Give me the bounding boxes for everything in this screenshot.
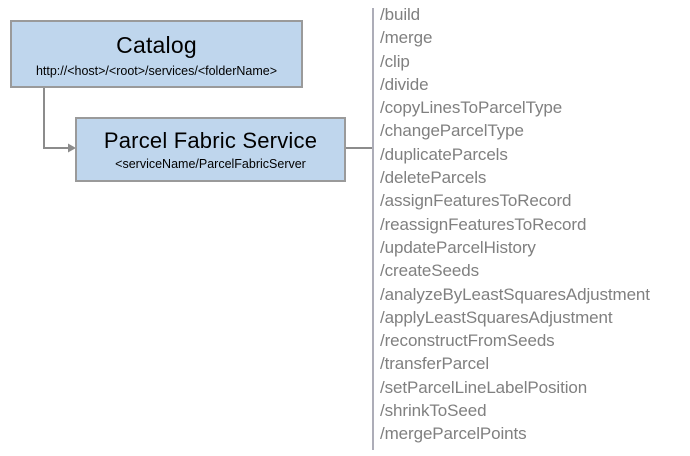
operation-item[interactable]: /merge <box>380 28 433 48</box>
operation-item[interactable]: /createSeeds <box>380 261 479 281</box>
operation-item[interactable]: /copyLinesToParcelType <box>380 98 563 118</box>
operation-item[interactable]: /shrinkToSeed <box>380 401 487 421</box>
operation-item[interactable]: /clip <box>380 51 410 71</box>
operation-item[interactable]: /transferParcel <box>380 354 490 374</box>
operation-item[interactable]: /mergeParcelPoints <box>380 424 527 444</box>
operation-item[interactable]: /divide <box>380 74 429 94</box>
operation-item[interactable]: /deleteParcels <box>380 168 487 188</box>
connector-catalog-to-service <box>43 88 68 149</box>
operations-list: /build /merge /clip /divide /copyLinesTo… <box>380 3 688 446</box>
operation-item[interactable]: /reassignFeaturesToRecord <box>380 214 587 234</box>
operation-item[interactable]: /reconstructFromSeeds <box>380 331 555 351</box>
node-parcel-fabric-service-subtitle: <serviceName/ParcelFabricServer <box>115 157 306 171</box>
operation-item[interactable]: /updateParcelHistory <box>380 237 536 257</box>
node-parcel-fabric-service[interactable]: Parcel Fabric Service <serviceName/Parce… <box>75 117 346 182</box>
node-catalog-title: Catalog <box>116 31 197 58</box>
operation-item[interactable]: /applyLeastSquaresAdjustment <box>380 307 613 327</box>
operation-item[interactable]: /build <box>380 5 421 24</box>
node-catalog-subtitle: http://<host>/<root>/services/<folderNam… <box>35 63 278 78</box>
operation-item[interactable]: /changeParcelType <box>380 121 524 141</box>
operation-item[interactable]: /assignFeaturesToRecord <box>380 191 572 211</box>
node-parcel-fabric-service-title: Parcel Fabric Service <box>103 128 318 153</box>
operation-item[interactable]: /setParcelLineLabelPosition <box>380 377 588 397</box>
node-catalog[interactable]: Catalog http://<host>/<root>/services/<f… <box>10 20 303 88</box>
operation-item[interactable]: /duplicateParcels <box>380 144 508 164</box>
operation-item[interactable]: /analyzeByLeastSquaresAdjustment <box>380 284 650 304</box>
